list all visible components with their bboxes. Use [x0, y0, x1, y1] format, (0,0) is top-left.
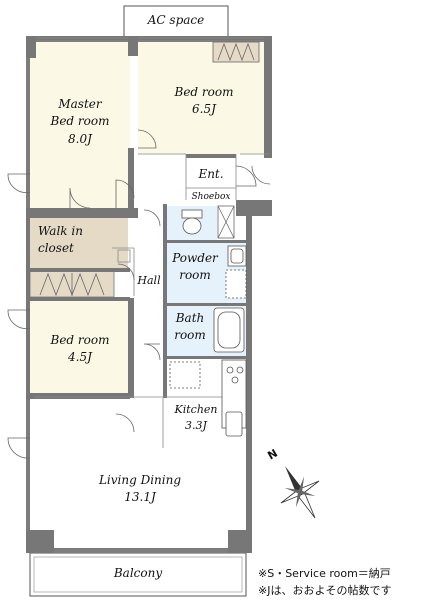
- master-bedroom-label: Master Bed room 8.0J: [50, 97, 110, 146]
- walk-in-closet-area: [30, 218, 128, 268]
- living-dining-label: Living Dining 13.1J: [98, 473, 182, 505]
- service-room-note: ※S・Service room＝納戸: [258, 567, 391, 580]
- bedroom-65-label: Bed room 6.5J: [174, 85, 234, 117]
- balcony-area: [29, 552, 247, 597]
- bath-room-label: Bath room: [174, 311, 206, 343]
- tatami-size-note: ※Jは、おおよその帖数です: [258, 584, 392, 597]
- hall-label: Hall: [137, 274, 161, 287]
- ac-space-area: [123, 5, 229, 38]
- entrance-label: Ent.: [198, 167, 224, 181]
- ac-space-label: AC space: [147, 13, 205, 27]
- walls: [26, 36, 272, 553]
- bedroom-45-label: Bed room 4.5J: [50, 333, 110, 365]
- bedroom-45-area: [30, 301, 130, 397]
- powder-room-label: Powder room: [172, 251, 218, 283]
- bathtub-icon: [213, 307, 245, 353]
- shoebox-label: Shoebox: [191, 192, 231, 202]
- toilet-icon: [181, 209, 203, 235]
- compass-icon: [280, 466, 320, 519]
- walk-in-closet-label: Walk in closet: [38, 224, 83, 256]
- washbasin-icon: [225, 245, 247, 299]
- master-bedroom-area: [30, 42, 130, 214]
- kitchen-label: Kitchen 3.3J: [174, 403, 218, 432]
- balcony-label: Balcony: [113, 566, 163, 580]
- kitchen-fixtures: [169, 359, 247, 437]
